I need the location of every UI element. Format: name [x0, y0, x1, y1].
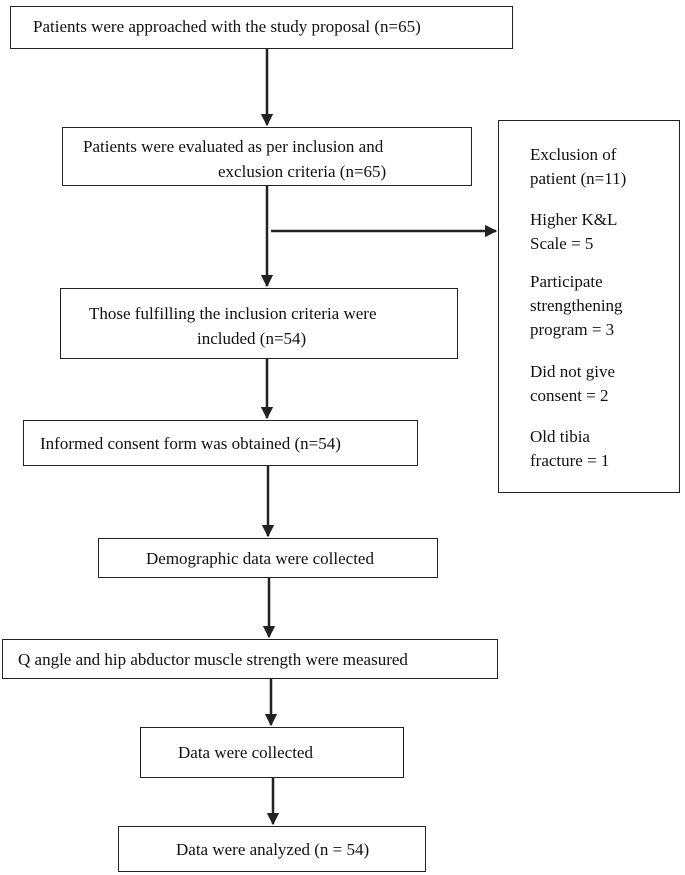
exclusion-fracture-line2: fracture = 1	[530, 451, 610, 470]
exclusion-box: Exclusion of patient (n=11) Higher K&L S…	[498, 120, 680, 493]
exclusion-fracture-line1: Old tibia	[530, 427, 590, 446]
step-evaluated-text-line2: exclusion criteria (n=65)	[218, 162, 387, 181]
step-demographic-text: Demographic data were collected	[146, 549, 374, 568]
step-included-box: Those fulfilling the inclusion criteria …	[60, 288, 458, 359]
exclusion-consent-line2: consent = 2	[530, 386, 609, 405]
step-consent-box: Informed consent form was obtained (n=54…	[23, 420, 418, 466]
step-demographic-box: Demographic data were collected	[98, 538, 438, 578]
step-included-text-line2: included (n=54)	[197, 329, 307, 348]
step-evaluated-text-line1: Patients were evaluated as per inclusion…	[83, 137, 384, 156]
step-analyzed-box: Data were analyzed (n = 54)	[118, 826, 426, 872]
exclusion-kl-line1: Higher K&L	[530, 210, 618, 229]
step-measured-text: Q angle and hip abductor muscle strength…	[18, 650, 408, 669]
step-measured-box: Q angle and hip abductor muscle strength…	[2, 639, 498, 679]
exclusion-program-line2: strengthening	[530, 296, 623, 315]
step-included-text-line1: Those fulfilling the inclusion criteria …	[89, 304, 377, 323]
step-consent-text: Informed consent form was obtained (n=54…	[40, 434, 341, 453]
step-collected-text: Data were collected	[178, 743, 313, 762]
exclusion-title-line1: Exclusion of	[530, 145, 617, 164]
exclusion-program-line1: Participate	[530, 272, 603, 291]
step-approached-box: Patients were approached with the study …	[10, 6, 513, 49]
exclusion-consent-line1: Did not give	[530, 362, 615, 381]
exclusion-title-line2: patient (n=11)	[530, 169, 627, 188]
step-collected-box: Data were collected	[140, 727, 404, 778]
step-analyzed-text: Data were analyzed (n = 54)	[176, 840, 370, 859]
exclusion-program-line3: program = 3	[530, 320, 615, 339]
step-evaluated-box: Patients were evaluated as per inclusion…	[62, 127, 472, 186]
step-approached-text: Patients were approached with the study …	[33, 17, 421, 36]
exclusion-kl-line2: Scale = 5	[530, 234, 594, 253]
